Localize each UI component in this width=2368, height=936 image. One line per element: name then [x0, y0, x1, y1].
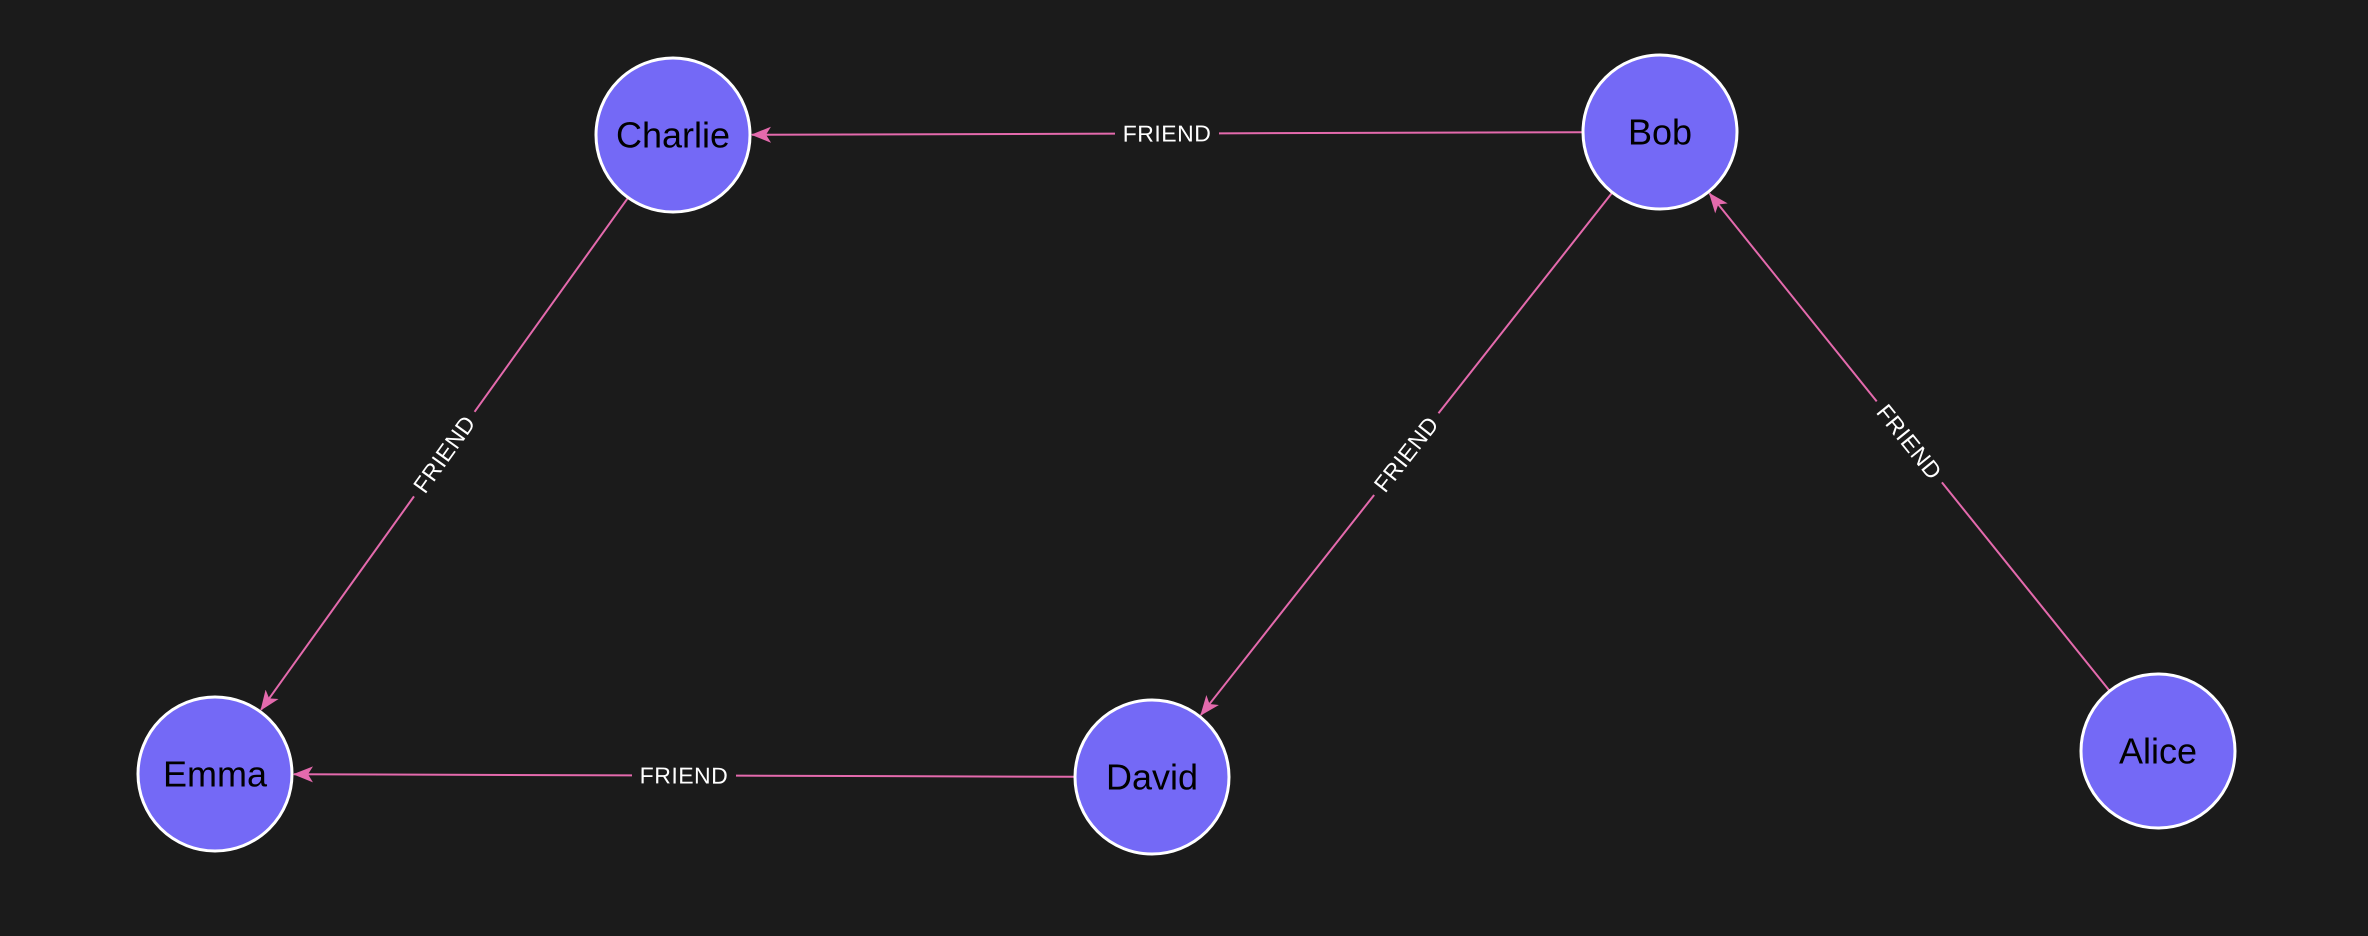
edge-alice-to-bob[interactable]: FRIEND	[1708, 192, 2110, 691]
edge-line-arrow[interactable]	[260, 495, 415, 711]
node-david[interactable]: David	[1073, 698, 1231, 856]
edge-line[interactable]	[1218, 131, 1583, 135]
node-circle[interactable]	[2079, 672, 2237, 830]
edge-line-arrow[interactable]	[1200, 494, 1375, 716]
edge-bob-to-david[interactable]: FRIEND	[1200, 192, 1613, 716]
node-circle[interactable]	[594, 56, 752, 214]
edge-label: FRIEND	[1369, 411, 1444, 497]
edge-charlie-to-emma[interactable]: FRIEND	[260, 197, 629, 711]
edge-bob-to-charlie[interactable]: FRIEND	[750, 120, 1583, 147]
node-charlie[interactable]: Charlie	[594, 56, 752, 214]
edge-line-arrow[interactable]	[1708, 192, 1878, 403]
edge-line-arrow[interactable]	[292, 766, 633, 783]
edges-layer: FRIEND FRIEND FRIEND FRIEND FRIEND	[260, 120, 2110, 789]
edge-line[interactable]	[735, 774, 1075, 778]
node-alice[interactable]: Alice	[2079, 672, 2237, 830]
node-emma[interactable]: Emma	[136, 695, 294, 853]
edge-david-to-emma[interactable]: FRIEND	[292, 762, 1075, 789]
edge-line[interactable]	[1437, 192, 1613, 414]
edge-line-arrow[interactable]	[750, 126, 1116, 143]
node-circle[interactable]	[1073, 698, 1231, 856]
edge-label: FRIEND	[408, 411, 481, 498]
node-circle[interactable]	[136, 695, 294, 853]
edge-label: FRIEND	[1123, 120, 1212, 146]
edge-line[interactable]	[1941, 481, 2110, 691]
node-bob[interactable]: Bob	[1581, 53, 1739, 211]
edge-line[interactable]	[473, 197, 629, 413]
edge-label: FRIEND	[640, 762, 729, 788]
node-circle[interactable]	[1581, 53, 1739, 211]
edge-label: FRIEND	[1871, 399, 1947, 484]
